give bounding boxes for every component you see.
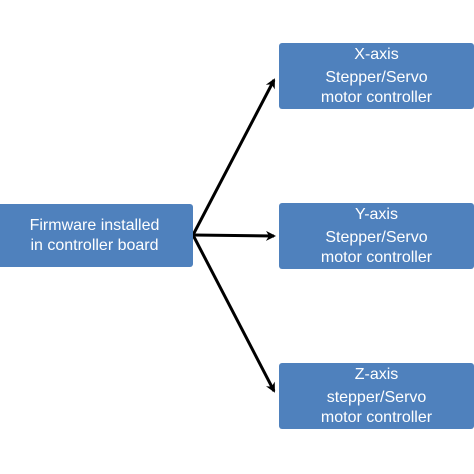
z-axis-title: Z-axis: [354, 365, 399, 383]
firmware-box: Firmware installed in controller board: [0, 204, 193, 267]
z-axis-line2: stepper/Servo: [326, 388, 427, 406]
firmware-box-line1: Firmware installed: [29, 216, 160, 234]
y-axis-controller-box: Y-axis Stepper/Servo motor controller: [279, 203, 474, 269]
z-axis-controller-box: Z-axis stepper/Servo motor controller: [279, 363, 474, 429]
z-axis-line3: motor controller: [320, 408, 433, 426]
y-axis-line3: motor controller: [320, 248, 433, 266]
y-axis-line2: Stepper/Servo: [325, 228, 428, 246]
arrow-to-z-axis: [191, 234, 276, 393]
x-axis-controller-box: X-axis Stepper/Servo motor controller: [279, 43, 474, 109]
x-axis-line2: Stepper/Servo: [325, 68, 428, 86]
y-axis-title: Y-axis: [355, 205, 398, 223]
x-axis-title: X-axis: [354, 45, 399, 63]
arrow-to-x-axis: [191, 78, 276, 236]
x-axis-line3: motor controller: [320, 88, 433, 106]
firmware-box-line2: in controller board: [30, 236, 159, 254]
arrow-to-y-axis: [192, 230, 276, 241]
